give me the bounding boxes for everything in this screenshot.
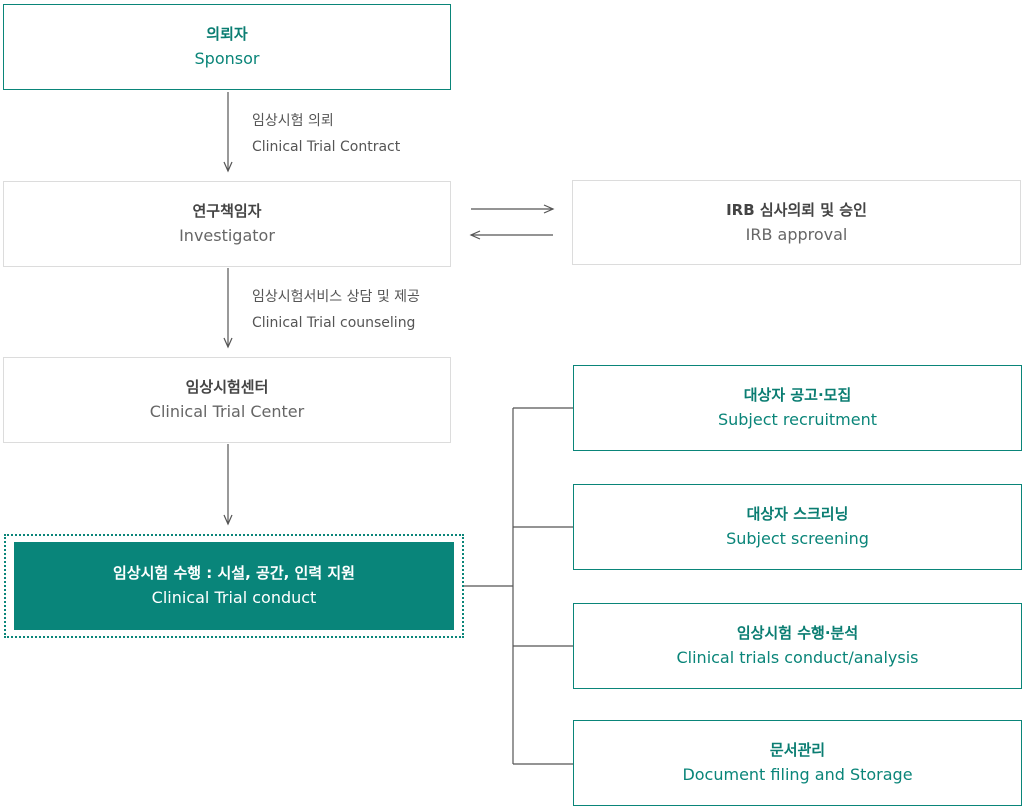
service-title-ko: 대상자 스크리닝 — [746, 505, 849, 524]
service-box-analysis: 임상시험 수행·분석 Clinical trials conduct/analy… — [573, 603, 1022, 689]
center-title-ko: 임상시험센터 — [185, 378, 269, 397]
center-box: 임상시험센터 Clinical Trial Center — [3, 357, 451, 443]
sponsor-title-ko: 의뢰자 — [206, 25, 248, 44]
irb-box: IRB 심사의뢰 및 승인 IRB approval — [572, 180, 1021, 265]
service-box-screening: 대상자 스크리닝 Subject screening — [573, 484, 1022, 570]
counseling-label: 임상시험서비스 상담 및 제공 Clinical Trial counselin… — [252, 284, 420, 336]
branch-lines — [463, 407, 573, 765]
service-title-ko: 임상시험 수행·분석 — [736, 624, 859, 643]
contract-label: 임상시험 의뢰 Clinical Trial Contract — [252, 108, 400, 160]
service-title-en: Subject screening — [726, 529, 869, 549]
contract-label-en: Clinical Trial Contract — [252, 139, 401, 155]
service-title-en: Clinical trials conduct/analysis — [676, 648, 919, 668]
service-title-ko: 대상자 공고·모집 — [743, 386, 852, 405]
service-title-en: Subject recruitment — [717, 410, 878, 430]
center-title-en: Clinical Trial Center — [149, 402, 305, 422]
contract-label-ko: 임상시험 의뢰 — [252, 113, 334, 129]
conduct-title-en: Clinical Trial conduct — [151, 588, 317, 608]
service-box-documents: 문서관리 Document filing and Storage — [573, 720, 1022, 806]
sponsor-box: 의뢰자 Sponsor — [3, 4, 451, 90]
investigator-title-en: Investigator — [179, 226, 275, 246]
counseling-label-en: Clinical Trial counseling — [252, 315, 416, 331]
conduct-title-ko: 임상시험 수행 : 시설, 공간, 인력 지원 — [113, 564, 355, 583]
investigator-box: 연구책임자 Investigator — [3, 181, 451, 267]
irb-title-en: IRB approval — [745, 224, 848, 244]
irb-title-ko: IRB 심사의뢰 및 승인 — [726, 200, 867, 219]
counseling-label-ko: 임상시험서비스 상담 및 제공 — [252, 289, 420, 305]
service-box-recruitment: 대상자 공고·모집 Subject recruitment — [573, 365, 1022, 451]
conduct-box: 임상시험 수행 : 시설, 공간, 인력 지원 Clinical Trial c… — [14, 542, 454, 630]
investigator-title-ko: 연구책임자 — [192, 202, 262, 221]
service-title-en: Document filing and Storage — [682, 765, 913, 785]
conduct-outline — [4, 534, 464, 638]
service-title-ko: 문서관리 — [769, 741, 826, 760]
sponsor-title-en: Sponsor — [194, 49, 260, 69]
